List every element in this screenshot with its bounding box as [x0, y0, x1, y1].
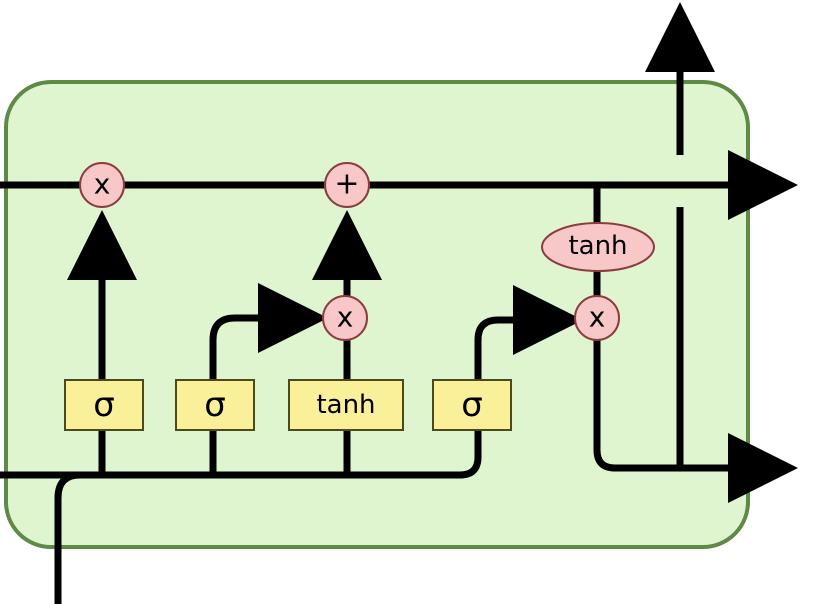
forget-multiply-op: x: [79, 162, 125, 208]
cell-add-op: +: [324, 162, 370, 208]
candidate-layer: tanh: [288, 379, 404, 431]
input-multiply-label: x: [337, 301, 354, 334]
input-gate-line: [209, 283, 328, 475]
candidate-label: tanh: [316, 390, 375, 420]
forget-gate-label: σ: [93, 385, 115, 425]
input-entry-line: [54, 471, 81, 604]
input-gate-layer: σ: [175, 379, 255, 431]
input-gate-label: σ: [204, 385, 226, 425]
cell-tanh-label: tanh: [568, 231, 627, 261]
forget-gate-layer: σ: [64, 379, 144, 431]
input-multiply-op: x: [322, 295, 368, 341]
output-multiply-op: x: [574, 295, 620, 341]
output-multiply-label: x: [589, 301, 606, 334]
output-gate-layer: σ: [432, 379, 512, 431]
cell-tanh-op: tanh: [541, 222, 655, 272]
cell-add-label: +: [334, 167, 359, 202]
output-gate-label: σ: [461, 385, 483, 425]
hidden-output-line: [593, 335, 798, 503]
forget-multiply-label: x: [94, 168, 111, 201]
